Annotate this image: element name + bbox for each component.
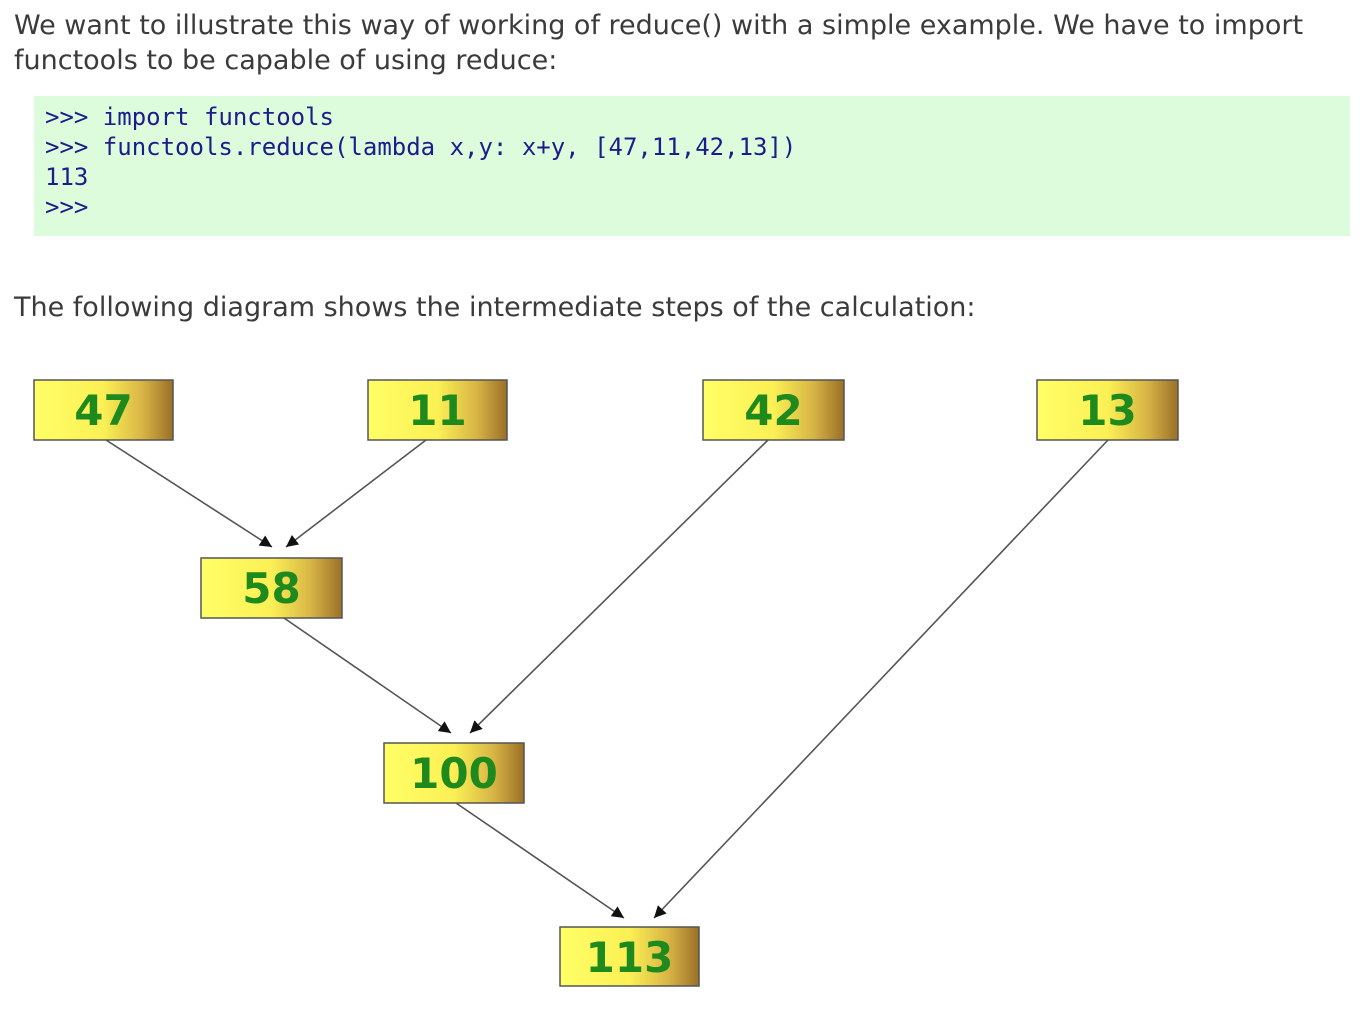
node-label: 42 <box>744 386 802 435</box>
diagram-node-100: 100 <box>383 742 525 804</box>
node-label: 58 <box>242 564 300 613</box>
diagram-node-58: 58 <box>200 557 343 619</box>
diagram-node-11: 11 <box>367 379 508 441</box>
node-box <box>200 557 343 619</box>
diagram-node-42: 42 <box>702 379 845 441</box>
edge-58-to-100 <box>283 617 452 734</box>
diagram-caption: The following diagram shows the intermed… <box>14 292 976 323</box>
intro-paragraph: We want to illustrate this way of workin… <box>14 10 1304 76</box>
edge-100-to-113 <box>455 802 625 919</box>
node-label: 11 <box>408 386 466 435</box>
code-line: 113 <box>45 163 89 191</box>
code-block: >>> import functools >>> functools.reduc… <box>34 96 1350 236</box>
edge-42-to-100 <box>469 439 769 734</box>
node-label: 113 <box>586 933 674 982</box>
node-box <box>1036 379 1179 441</box>
node-label: 13 <box>1078 386 1136 435</box>
code-line: >>> <box>45 193 89 221</box>
diagram-node-47: 47 <box>33 379 174 441</box>
diagram-node-13: 13 <box>1036 379 1179 441</box>
edge-group <box>105 439 1109 919</box>
diagram-node-113: 113 <box>559 926 700 987</box>
node-box <box>33 379 174 441</box>
edge-13-to-113 <box>653 439 1109 919</box>
edge-47-to-58 <box>105 439 273 548</box>
node-box <box>383 742 525 804</box>
code-line: >>> functools.reduce(lambda x,y: x+y, [4… <box>45 133 797 161</box>
edge-11-to-58 <box>285 439 427 548</box>
node-box <box>559 926 700 987</box>
node-label: 47 <box>74 386 132 435</box>
code-line: >>> import functools <box>45 103 334 131</box>
node-box <box>367 379 508 441</box>
node-box <box>702 379 845 441</box>
node-label: 100 <box>410 749 498 798</box>
